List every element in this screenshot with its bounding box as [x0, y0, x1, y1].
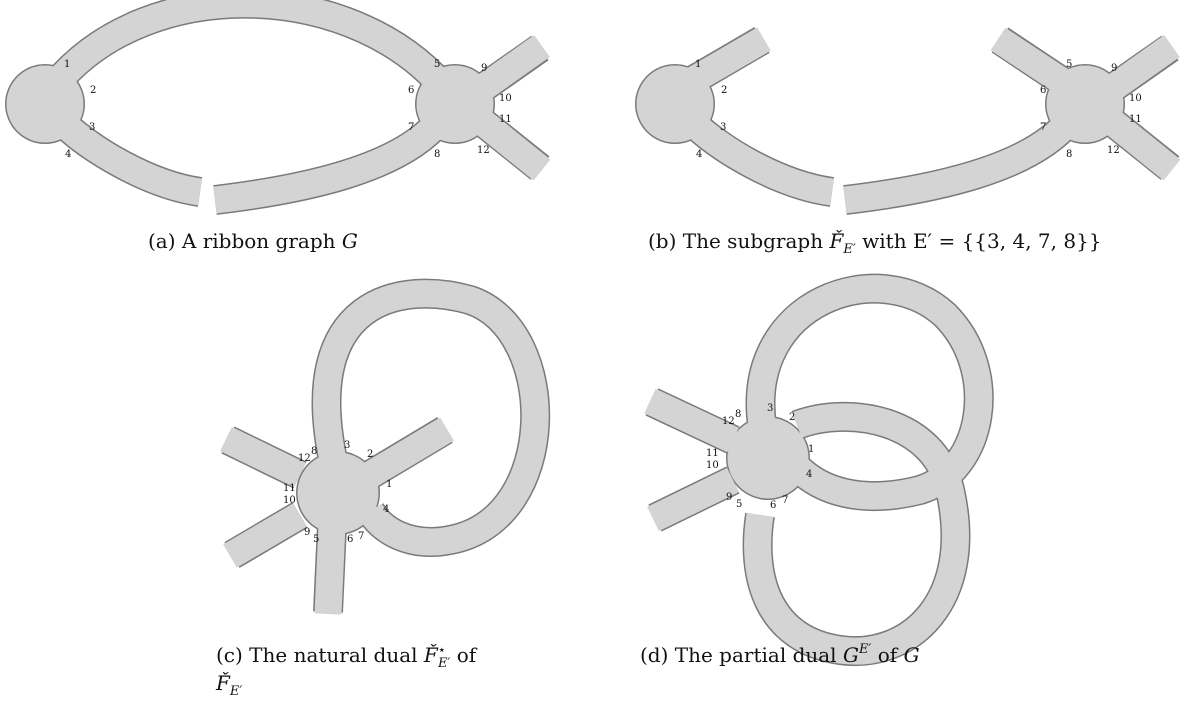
label-a-7: 7: [408, 122, 414, 133]
label-a-3: 3: [89, 122, 95, 133]
label-d-2: 2: [789, 412, 795, 423]
caption-b: (b) The subgraph F̌E′ with E′ = {{3, 4, …: [648, 229, 1102, 257]
panel-c: 12 8 3 2 1 4 11 10 9 5 6 7 (c) The natur…: [215, 278, 551, 699]
label-a-5: 5: [434, 59, 440, 70]
label-b-7: 7: [1040, 122, 1046, 133]
label-d-4: 4: [806, 469, 812, 480]
label-d-8: 8: [735, 409, 741, 420]
label-a-2: 2: [90, 85, 96, 96]
label-a-6: 6: [408, 85, 414, 96]
label-b-1: 1: [695, 59, 701, 70]
label-a-1: 1: [64, 59, 70, 70]
label-a-11: 11: [499, 114, 512, 125]
label-d-9: 9: [726, 492, 732, 503]
label-c-12: 12: [298, 453, 311, 464]
label-a-12: 12: [477, 145, 490, 156]
label-d-12: 12: [722, 416, 735, 427]
label-c-5: 5: [313, 534, 319, 545]
label-b-2: 2: [721, 85, 727, 96]
label-d-1: 1: [808, 444, 814, 455]
label-b-9: 9: [1111, 63, 1117, 74]
label-b-12: 12: [1107, 145, 1120, 156]
label-d-5: 5: [736, 499, 742, 510]
label-d-7: 7: [782, 495, 788, 506]
label-a-9: 9: [481, 63, 487, 74]
panel-a: 1 2 3 4 5 6 7 8 9 10 11 12 (a) A ribbon …: [5, 0, 551, 253]
label-b-4: 4: [696, 149, 702, 160]
label-b-8: 8: [1066, 149, 1072, 160]
label-d-6: 6: [770, 500, 776, 511]
label-a-4: 4: [65, 149, 71, 160]
label-c-9: 9: [304, 527, 310, 538]
label-c-1: 1: [386, 479, 392, 490]
label-c-2: 2: [367, 449, 373, 460]
caption-c-line1: (c) The natural dual F̌⋆E′ of: [216, 643, 478, 671]
panel-b: 1 2 3 4 5 6 7 8 9 10 11 12 (b) The subgr…: [635, 27, 1181, 257]
caption-a: (a) A ribbon graph G: [148, 229, 358, 253]
caption-d: (d) The partial dual GE′ of G: [640, 642, 920, 667]
label-c-11: 11: [283, 483, 296, 494]
label-d-3: 3: [767, 403, 773, 414]
label-c-7: 7: [358, 531, 364, 542]
caption-c-line2: F̌E′: [215, 671, 242, 699]
label-d-10: 10: [706, 460, 719, 471]
label-c-6: 6: [347, 534, 353, 545]
label-a-10: 10: [499, 93, 512, 104]
label-d-11: 11: [706, 448, 719, 459]
label-a-8: 8: [434, 149, 440, 160]
label-b-10: 10: [1129, 93, 1142, 104]
label-b-11: 11: [1129, 114, 1142, 125]
label-c-3: 3: [344, 440, 350, 451]
label-b-5: 5: [1066, 59, 1072, 70]
label-c-8: 8: [311, 446, 317, 457]
label-c-4: 4: [383, 504, 389, 515]
label-b-3: 3: [720, 122, 726, 133]
label-b-6: 6: [1040, 85, 1046, 96]
label-c-10: 10: [283, 495, 296, 506]
panel-d: 12 8 3 2 1 4 11 10 9 5 6 7 (d) The parti…: [640, 273, 994, 667]
